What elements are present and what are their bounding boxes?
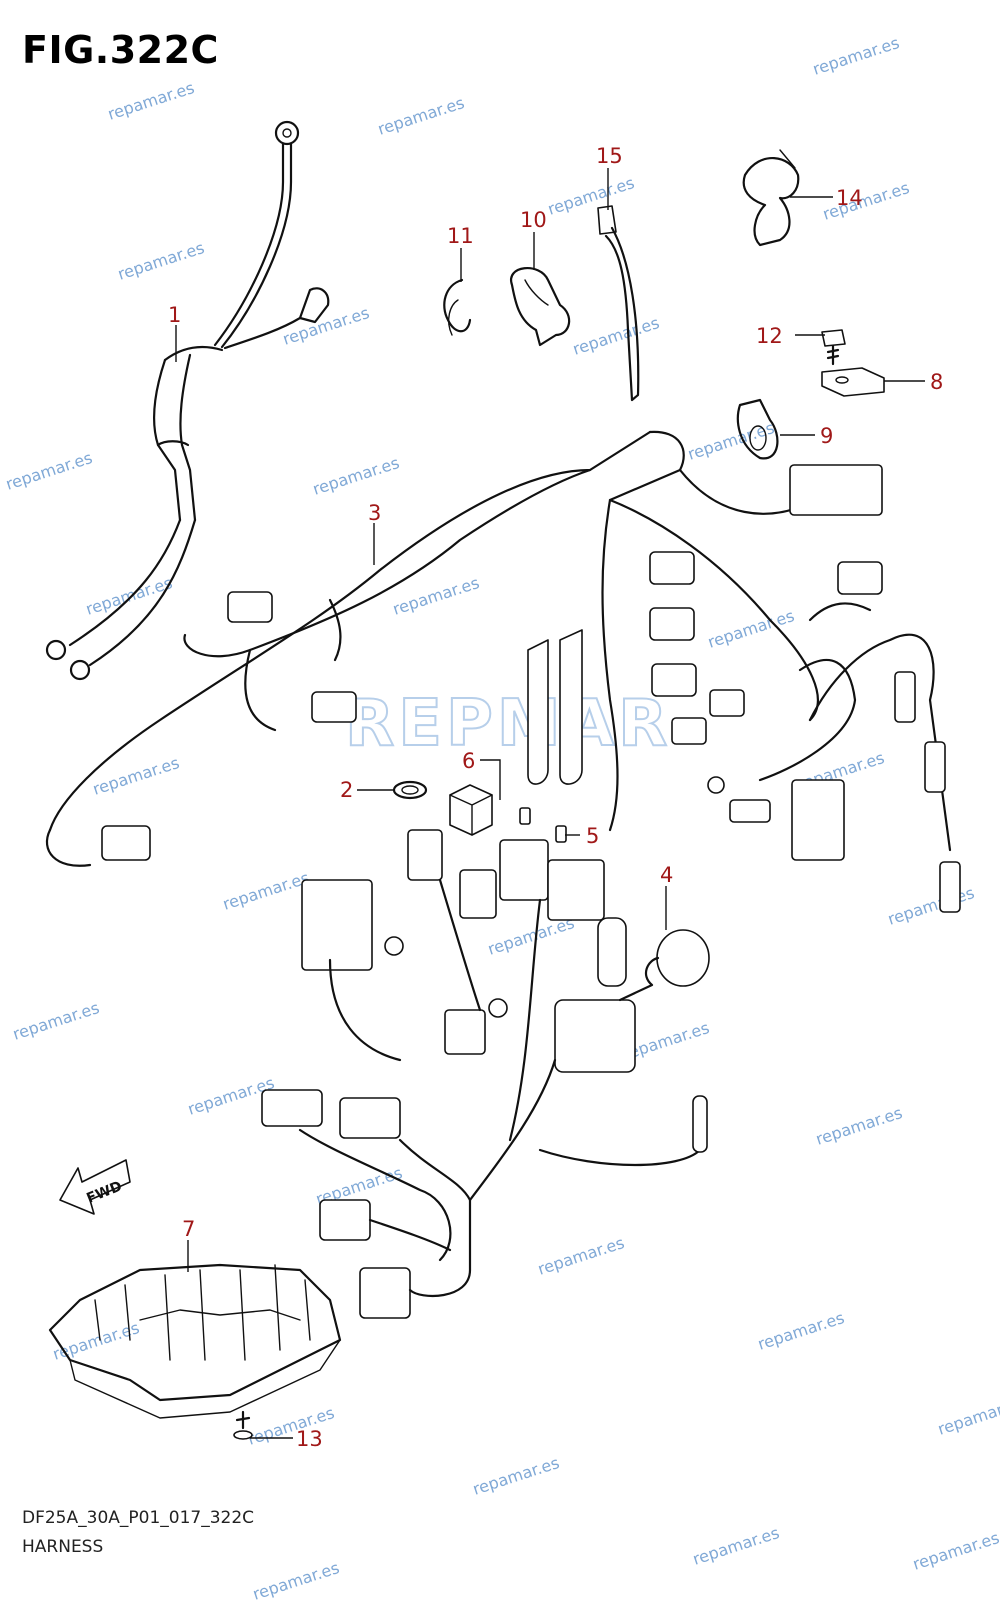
battery-cable-part (45, 120, 330, 681)
watermark-text: repamar.es (545, 173, 636, 219)
callout-8: 8 (930, 370, 943, 394)
p-clamp-part (736, 398, 779, 460)
watermark-text: repamar.es (535, 1233, 626, 1279)
watermark-text: repamar.es (935, 1393, 1000, 1439)
bolt-part (821, 329, 846, 366)
watermark-text: repamar.es (10, 998, 101, 1044)
cable-tie-part (597, 205, 640, 402)
watermark-text: repamar.es (90, 753, 181, 799)
watermark-text: repamar.es (885, 883, 976, 929)
screw-part (233, 1410, 253, 1440)
connector-group (101, 464, 961, 1319)
watermark-logo: REPMAR (345, 687, 671, 761)
tube-part (527, 629, 583, 785)
capacitor-part (618, 929, 710, 1002)
callout-2: 2 (340, 778, 353, 802)
fwd-arrow: FWD (59, 1159, 131, 1215)
callout-7: 7 (182, 1217, 195, 1241)
watermark-layer: repamar.es repamar.es repamar.es repamar… (3, 33, 1000, 1600)
watermark-text: repamar.es (280, 303, 371, 349)
watermark-text: repamar.es (690, 1523, 781, 1569)
figure-title: FIG.322C (22, 28, 219, 72)
main-harness-part (45, 430, 952, 867)
watermark-text: repamar.es (310, 453, 401, 499)
watermark-text: repamar.es (375, 93, 466, 139)
clip-part (510, 267, 571, 347)
callout-5: 5 (586, 824, 599, 848)
callout-13: 13 (296, 1427, 323, 1451)
fuse-part (519, 807, 567, 843)
wire-clip-part (443, 278, 472, 336)
watermark-text: repamar.es (470, 1453, 561, 1499)
watermark-text: repamar.es (813, 1103, 904, 1149)
callout-6: 6 (462, 749, 475, 773)
watermark-text: repamar.es (705, 606, 796, 652)
callout-1: 1 (168, 303, 181, 327)
watermark-text: repamar.es (810, 33, 901, 79)
watermark-text: repamar.es (245, 1403, 336, 1449)
watermark-text: repamar.es (910, 1528, 1000, 1574)
watermark-text: repamar.es (250, 1558, 341, 1600)
callout-14: 14 (836, 186, 863, 210)
callout-layer: 1 2 3 4 5 6 7 8 9 10 11 12 13 14 15 (168, 144, 943, 1451)
watermark-text: repamar.es (755, 1308, 846, 1354)
callout-3: 3 (368, 501, 381, 525)
grommet-part (392, 780, 428, 800)
callout-15: 15 (596, 144, 623, 168)
plate-part (821, 367, 885, 397)
callout-12: 12 (756, 324, 783, 348)
watermark-text: repamar.es (570, 313, 661, 359)
callout-9: 9 (820, 424, 833, 448)
drawing-code: DF25A_30A_P01_017_322C (22, 1508, 255, 1528)
watermark-text: repamar.es (220, 868, 311, 914)
watermark-text: repamar.es (105, 78, 196, 124)
callout-11: 11 (447, 224, 474, 248)
watermark-text: repamar.es (685, 418, 776, 464)
leader-lines (175, 168, 925, 1439)
relay-part (449, 784, 493, 836)
callout-10: 10 (520, 208, 547, 232)
section-name: HARNESS (22, 1537, 104, 1557)
clamp-part (742, 149, 800, 247)
watermark-text: repamar.es (3, 448, 94, 494)
watermark-text: repamar.es (820, 178, 911, 224)
callout-4: 4 (660, 863, 673, 887)
bracket-part (48, 1263, 342, 1419)
watermark-text: repamar.es (115, 238, 206, 284)
